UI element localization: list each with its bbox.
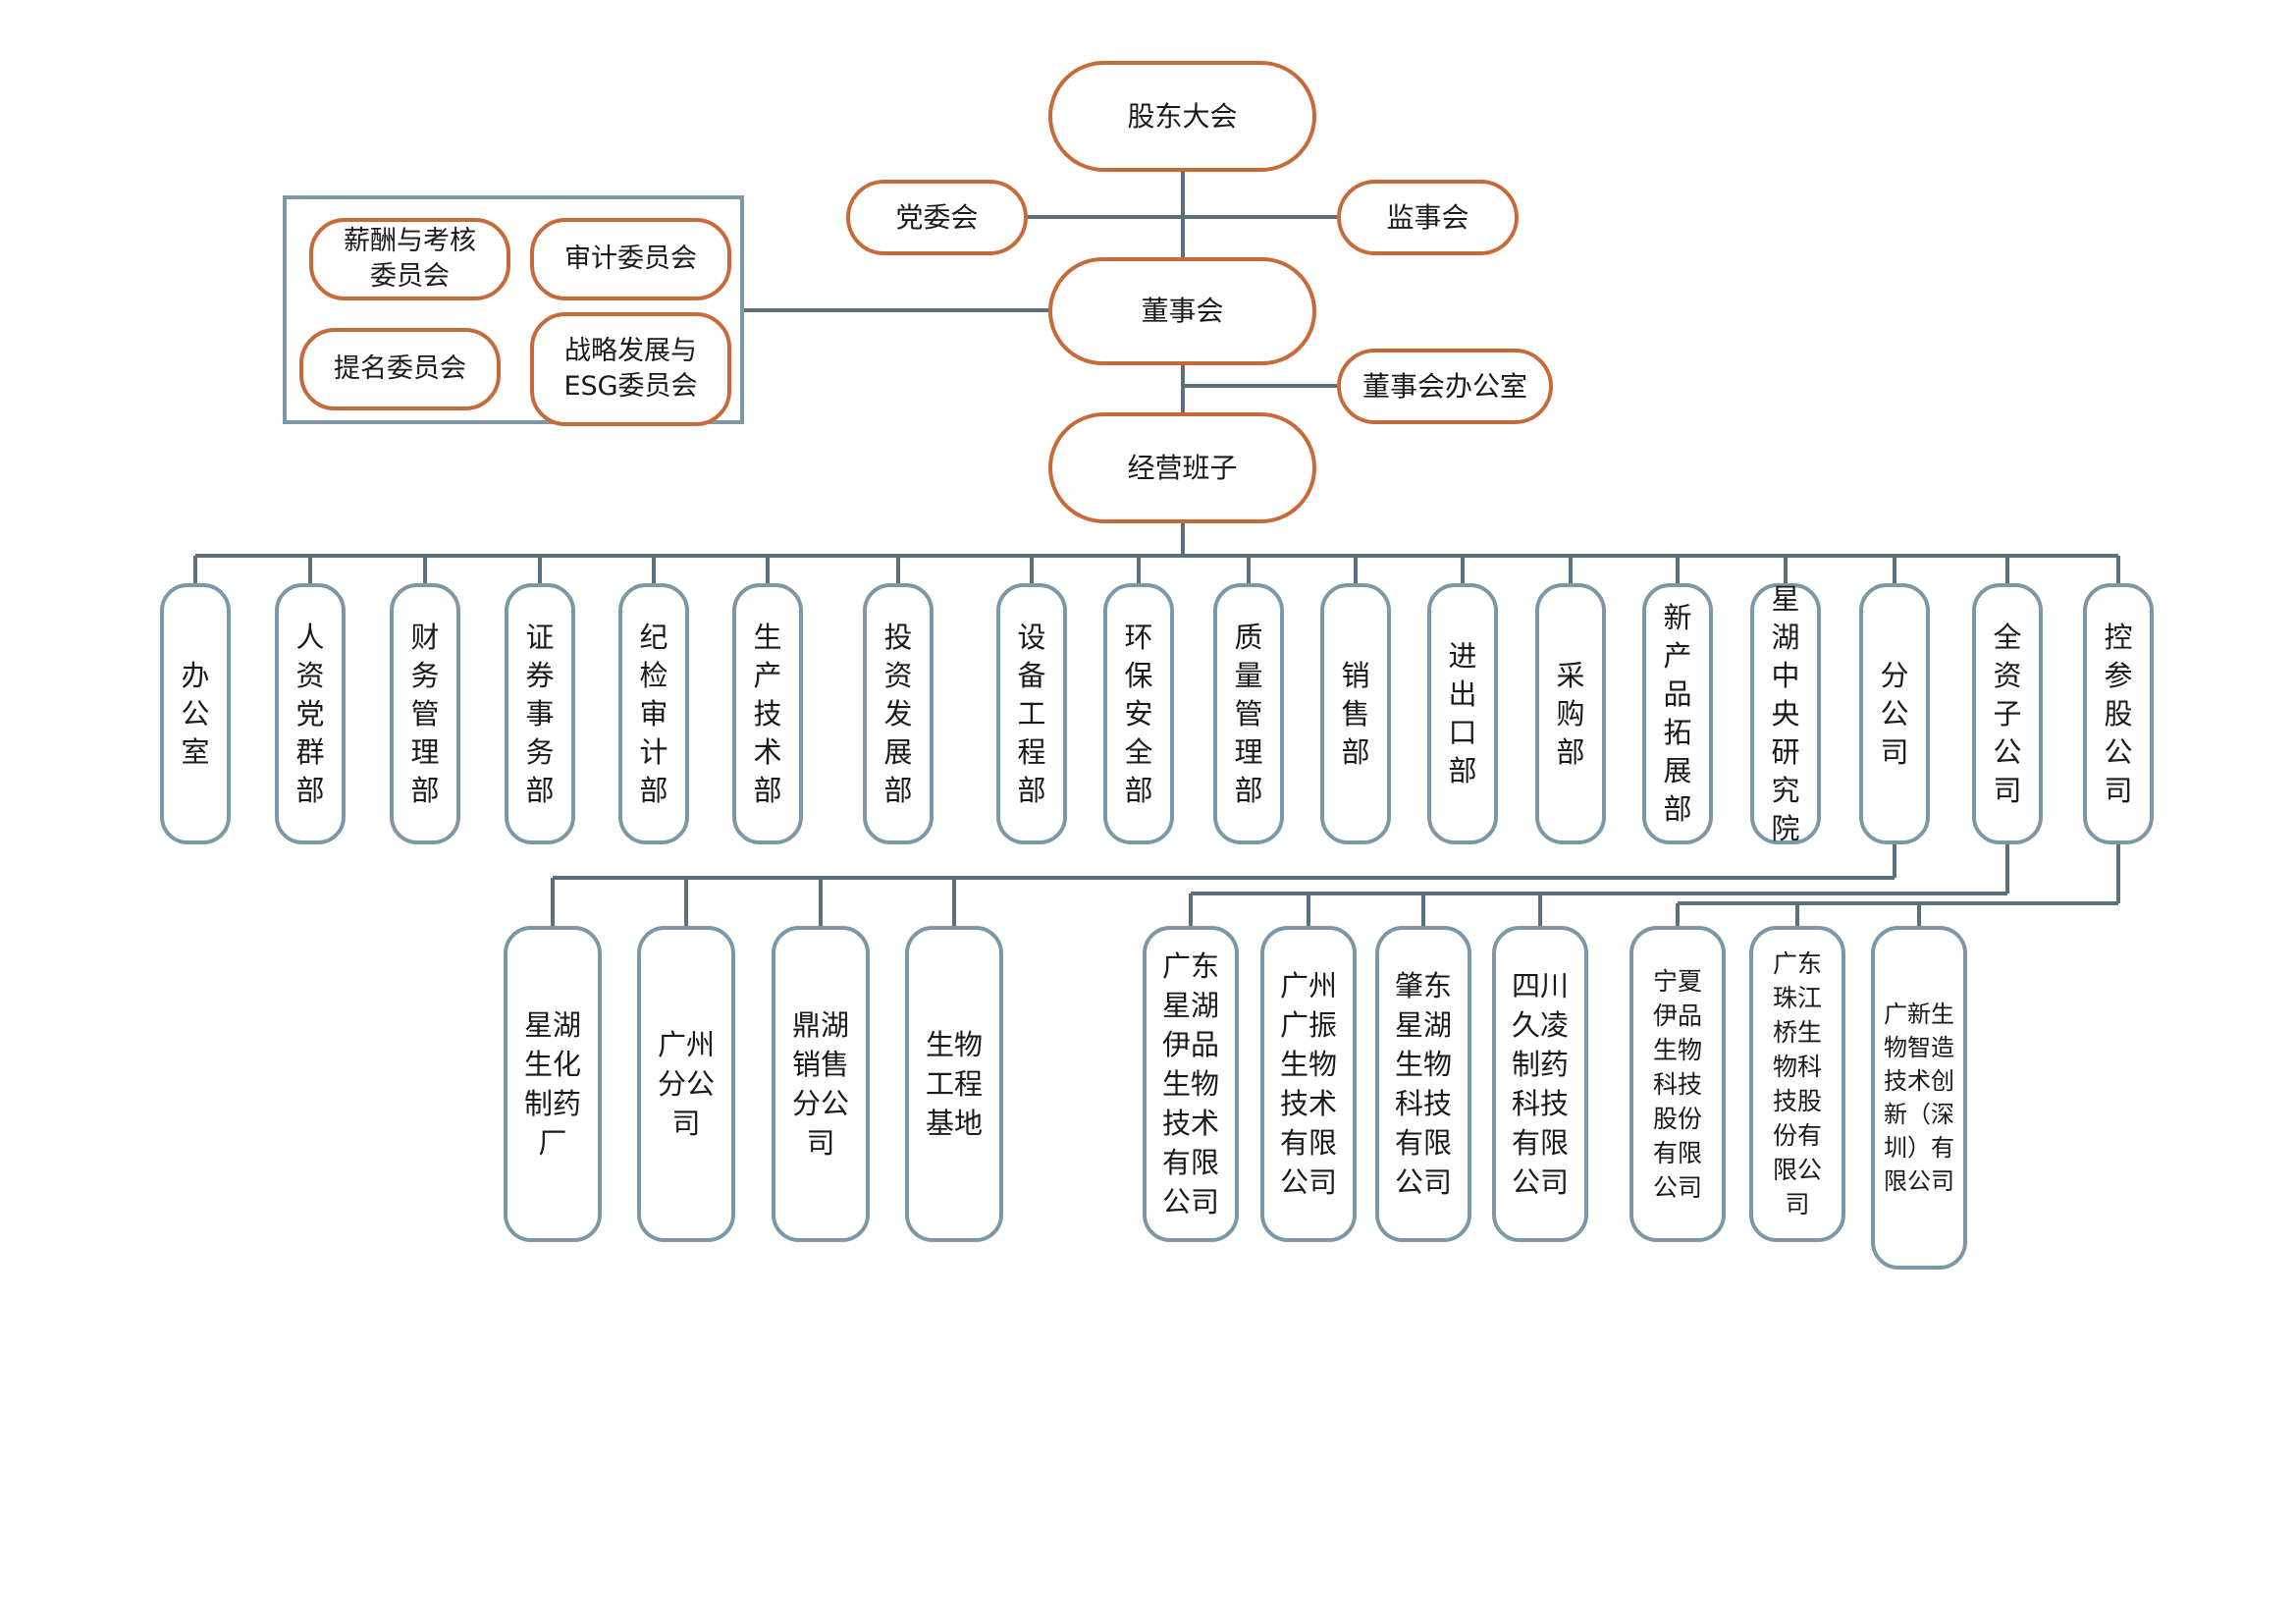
party-committee[interactable]: 党委会 [846, 180, 1028, 255]
dept-branches[interactable]: 分公司 [1859, 583, 1930, 844]
dept-hr-party[interactable]: 人资党群部 [275, 583, 346, 844]
sub-guangzhou-guangzhen[interactable]: 广州广振生物技术有限公司 [1260, 926, 1357, 1242]
sub-guangdong-xinghu-eppen[interactable]: 广东星湖伊品生物技术有限公司 [1143, 926, 1239, 1242]
dept-new-products[interactable]: 新产品拓展部 [1642, 583, 1713, 844]
board-office[interactable]: 董事会办公室 [1337, 349, 1553, 424]
holding-guangxin-shenzhen[interactable]: 广新生物智造技术创新（深圳）有限公司 [1871, 926, 1967, 1270]
compensation-committee[interactable]: 薪酬与考核委员会 [309, 218, 510, 300]
dept-sales[interactable]: 销售部 [1320, 583, 1391, 844]
dept-holdings[interactable]: 控参股公司 [2083, 583, 2154, 844]
dept-wholly-owned[interactable]: 全资子公司 [1972, 583, 2043, 844]
holding-guangdong-zhujiangqiao[interactable]: 广东珠江桥生物科技股份有限公司 [1749, 926, 1845, 1242]
dept-import-export[interactable]: 进出口部 [1427, 583, 1498, 844]
audit-committee[interactable]: 审计委员会 [530, 218, 731, 300]
dept-investment[interactable]: 投资发展部 [863, 583, 934, 844]
dept-procurement[interactable]: 采购部 [1535, 583, 1606, 844]
dept-env-safety[interactable]: 环保安全部 [1103, 583, 1174, 844]
board-of-directors[interactable]: 董事会 [1048, 257, 1316, 365]
sub-zhaodong-xinghu[interactable]: 肇东星湖生物科技有限公司 [1375, 926, 1471, 1242]
branch-guangzhou[interactable]: 广州分公司 [637, 926, 735, 1242]
dept-central-research[interactable]: 星湖中央研究院 [1750, 582, 1821, 845]
sub-sichuan-jiuling[interactable]: 四川久凌制药科技有限公司 [1492, 926, 1588, 1242]
dept-office[interactable]: 办公室 [160, 583, 231, 844]
branch-xinghu-pharma-factory[interactable]: 星湖生化制药厂 [504, 926, 602, 1242]
supervisory-board[interactable]: 监事会 [1337, 180, 1519, 255]
dept-discipline-audit[interactable]: 纪检审计部 [618, 583, 689, 844]
dept-equipment[interactable]: 设备工程部 [996, 583, 1067, 844]
strategy-esg-committee[interactable]: 战略发展与ESG委员会 [530, 312, 731, 426]
branch-dinghu-sales[interactable]: 鼎湖销售分公司 [772, 926, 870, 1242]
management-team[interactable]: 经营班子 [1048, 412, 1316, 523]
dept-securities[interactable]: 证券事务部 [505, 583, 575, 844]
shareholders-meeting[interactable]: 股东大会 [1048, 61, 1316, 172]
dept-production-tech[interactable]: 生产技术部 [732, 583, 803, 844]
nomination-committee[interactable]: 提名委员会 [299, 328, 501, 410]
holding-ningxia-eppen[interactable]: 宁夏伊品生物科技股份有限公司 [1629, 926, 1726, 1242]
branch-bioengineering-base[interactable]: 生物工程基地 [905, 926, 1003, 1242]
dept-finance[interactable]: 财务管理部 [390, 583, 460, 844]
dept-quality[interactable]: 质量管理部 [1213, 583, 1284, 844]
